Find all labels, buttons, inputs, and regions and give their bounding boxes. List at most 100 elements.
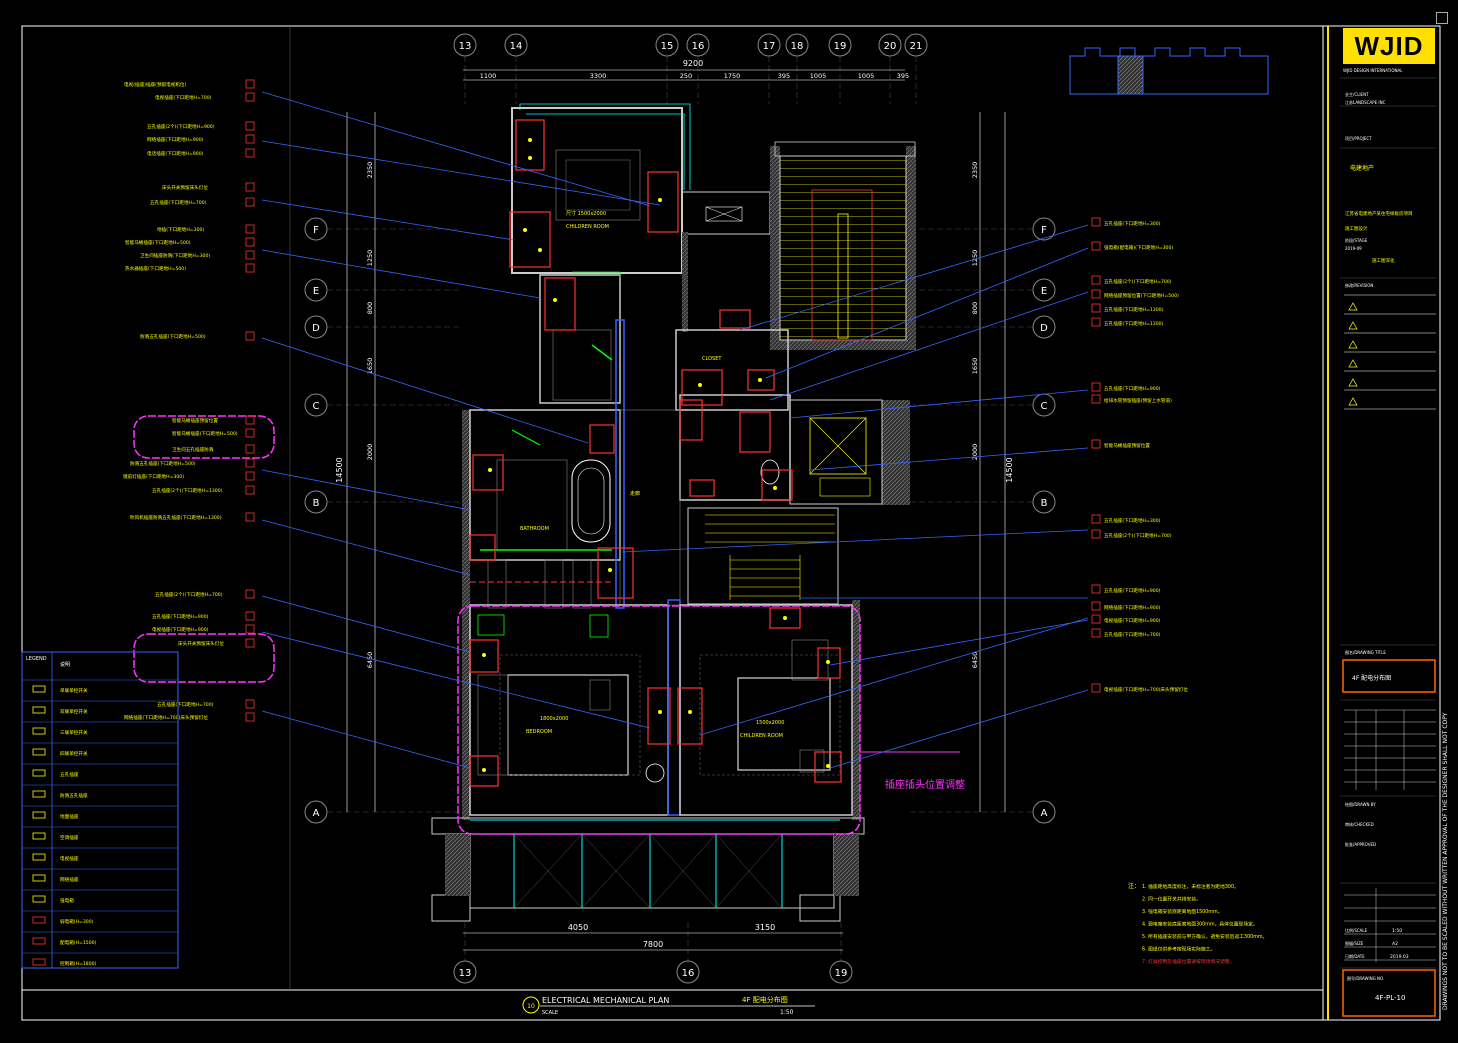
legend-row-7: 空调插座 bbox=[60, 834, 79, 841]
bathroom-outline bbox=[469, 409, 621, 561]
grid-bubble-left-A-label: A bbox=[313, 808, 320, 819]
socket-symbol bbox=[245, 712, 255, 722]
stage-date: 2019-09 bbox=[1345, 246, 1362, 251]
room-size-bedroom: 1800x2000 bbox=[540, 716, 568, 722]
legend-symbol bbox=[32, 790, 46, 798]
legend-table: LEGEND 说明 单联单控开关双联单控开关三联单控开关四联单控开关五孔插座防溅… bbox=[21, 651, 179, 969]
callout-left-11: 防溅五孔插座(下口距地H=500) bbox=[140, 333, 206, 340]
callout-left-3: 网络插座(下口距地H=900) bbox=[147, 136, 204, 143]
legend-row-6: 地面插座 bbox=[60, 813, 79, 820]
socket-symbol bbox=[1091, 241, 1101, 251]
checked-by-label: 审核/CHECKED bbox=[1345, 821, 1374, 827]
notes-heading: 注： bbox=[1128, 882, 1140, 890]
project-label: 项目/PROJECT bbox=[1345, 135, 1372, 141]
dim-right-part: 2350 bbox=[971, 162, 979, 179]
socket-symbol bbox=[245, 428, 255, 438]
callout-right-12: 网络插座(下口距地H=900) bbox=[1104, 604, 1161, 611]
grid-bubble-top-16: 16 bbox=[686, 33, 710, 57]
callout-right-15: 电视插座(下口距地H=700)床头预留灯位 bbox=[1104, 686, 1188, 693]
grid-bubble-left-E-label: E bbox=[313, 286, 319, 297]
socket-symbol bbox=[245, 92, 255, 102]
corner-marker bbox=[1436, 12, 1448, 24]
callout-left-7: 地插(下口距地H=300) bbox=[157, 226, 204, 233]
grid-bubble-bottom-16-label: 16 bbox=[682, 968, 695, 979]
revision-note: 插座插头位置调整 bbox=[885, 778, 965, 791]
elevator-shaft bbox=[789, 399, 883, 505]
dim-left-part: 1250 bbox=[366, 250, 374, 267]
dim-left-part: 6450 bbox=[366, 652, 374, 669]
callout-left-16: 镜前灯插座(下口距地H=300) bbox=[123, 473, 184, 480]
callout-left-5: 床头开关预留床头灯位 bbox=[162, 184, 208, 191]
callout-left-12: 智能马桶插座预留位置 bbox=[172, 417, 218, 424]
legend-symbol bbox=[32, 769, 46, 777]
note-item-6: 7. 灯具控制及插座位置请按现场情况调整。 bbox=[1142, 958, 1234, 965]
room-size-children-bottom: 1500x2000 bbox=[756, 720, 784, 726]
legend-symbol bbox=[32, 958, 46, 966]
dimension-left bbox=[346, 112, 376, 812]
dim-right-part: 6450 bbox=[971, 652, 979, 669]
dim-left-overall: 14500 bbox=[335, 457, 344, 482]
callout-left-21: 电视插座(下口距地H=900) bbox=[152, 626, 209, 633]
grid-bubble-top-14: 14 bbox=[504, 33, 528, 57]
socket-symbol bbox=[245, 197, 255, 207]
dim-top-part: 1100 bbox=[480, 72, 497, 80]
dim-top-part: 1005 bbox=[858, 72, 875, 80]
socket-symbol bbox=[245, 134, 255, 144]
grid-bubble-left-E: E bbox=[304, 278, 328, 302]
single-bed bbox=[737, 677, 831, 771]
callout-left-23: 五孔插座(下口距地H=700) bbox=[157, 701, 214, 708]
company-name: WJID DESIGN INTERNATIONAL bbox=[1343, 68, 1403, 73]
socket-symbol bbox=[1091, 584, 1101, 594]
floor-plan: CHILDREN ROOM 尺寸 1500x2000 CLOSET BATHRO… bbox=[431, 103, 916, 922]
socket-symbol bbox=[245, 444, 255, 454]
drawing-no-label: 图号/DRAWING NO. bbox=[1347, 975, 1384, 981]
revision-label: 修改/REVISION bbox=[1345, 282, 1373, 288]
dim-bottom-part-1: 4050 bbox=[568, 923, 588, 932]
socket-symbol bbox=[245, 182, 255, 192]
drawing-scale: 1:50 bbox=[780, 1009, 794, 1016]
grid-bubble-left-F-label: F bbox=[313, 225, 319, 236]
grid-bubble-right-C-label: C bbox=[1041, 401, 1048, 412]
dim-left-part: 2350 bbox=[366, 162, 374, 179]
legend-symbol bbox=[32, 748, 46, 756]
socket-symbol bbox=[245, 611, 255, 621]
legend-symbol bbox=[32, 916, 46, 924]
socket-symbol bbox=[245, 458, 255, 468]
note-item-4: 5. 所有插座安装前与甲方确认，避免安装后返工300mm。 bbox=[1142, 933, 1267, 940]
dim-left-part: 2000 bbox=[366, 444, 374, 461]
socket-symbol bbox=[245, 237, 255, 247]
callout-right-5: 五孔插座(下口距地H=1300) bbox=[1104, 320, 1164, 327]
legend-title: LEGEND bbox=[26, 656, 47, 662]
socket-symbol bbox=[245, 263, 255, 273]
dimension-top bbox=[463, 69, 905, 81]
legend-symbol bbox=[32, 853, 46, 861]
callout-left-8: 智能马桶插座(下口距地H=500) bbox=[125, 239, 191, 246]
socket-symbol bbox=[245, 699, 255, 709]
socket-symbol bbox=[1091, 394, 1101, 404]
grid-bubble-right-C: C bbox=[1032, 393, 1056, 417]
legend-row-13: 控制箱(H=1800) bbox=[60, 960, 97, 967]
callout-left-24: 网络插座(下口距地H=700)床头预留灯位 bbox=[124, 714, 208, 721]
room-size-children-top: 尺寸 1500x2000 bbox=[566, 210, 606, 217]
callout-left-13: 智能马桶插座(下口距地H=500) bbox=[172, 430, 238, 437]
grid-bubble-right-B: B bbox=[1032, 490, 1056, 514]
socket-symbol bbox=[245, 331, 255, 341]
grid-bubble-top-18: 18 bbox=[785, 33, 809, 57]
drawn-by-label: 绘图/DRAWN BY bbox=[1345, 801, 1376, 807]
legend-row-12: 配电箱(H=1500) bbox=[60, 939, 97, 946]
note-item-0: 1. 插座距地高度标注，未标注者为距地300。 bbox=[1142, 883, 1239, 890]
grid-bubble-left-A: A bbox=[304, 800, 328, 824]
project-detail: 江苏省电建地产某住宅样板房项目 bbox=[1345, 210, 1413, 217]
grid-bubble-top-15: 15 bbox=[655, 33, 679, 57]
grid-bubble-right-A-label: A bbox=[1041, 808, 1048, 819]
grid-bubble-left-C-label: C bbox=[313, 401, 320, 412]
children-room-bottom-outline bbox=[679, 604, 853, 816]
grid-bubble-right-D-label: D bbox=[1040, 323, 1048, 334]
legend-row-1: 双联单控开关 bbox=[60, 708, 88, 715]
dim-left-part: 1650 bbox=[366, 358, 374, 375]
callout-left-22: 床头开关预留床头灯位 bbox=[178, 640, 224, 647]
size-label: 图幅/SIZE bbox=[1345, 940, 1364, 946]
callout-right-2: 五孔插座(2个)(下口距地H=700) bbox=[1104, 278, 1172, 285]
